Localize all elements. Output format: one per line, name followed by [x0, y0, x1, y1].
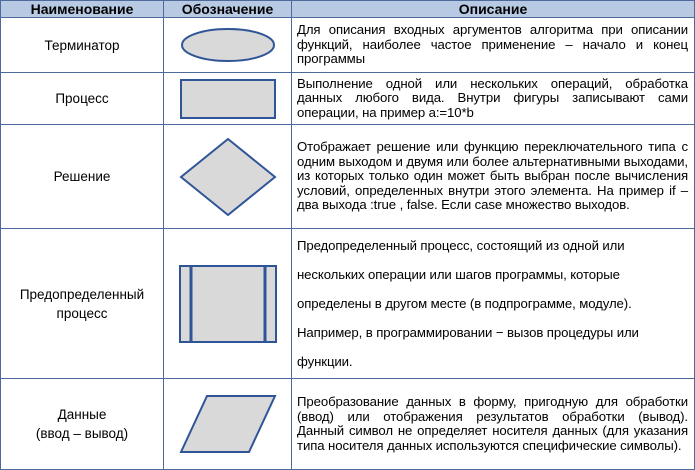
- row-name: Процесс: [0, 72, 164, 125]
- process-rectangle-icon: [179, 78, 276, 119]
- terminator-ellipse-icon: [180, 28, 275, 62]
- description-line: определены в другом месте (в подпрограмм…: [297, 296, 632, 311]
- table-row: Решение Отображает решение или функцию п…: [0, 124, 695, 229]
- table-row: Терминатор Для описания входных аргумент…: [0, 17, 695, 73]
- data-parallelogram-icon: [178, 395, 277, 453]
- row-description: Предопределенный процесс, состоящий из о…: [291, 228, 695, 379]
- row-name-line: (ввод – вывод): [35, 426, 129, 441]
- symbol-cell: [163, 17, 292, 73]
- description-line: функции.: [297, 354, 353, 369]
- table-row: Данные (ввод – вывод) Преобразование дан…: [0, 378, 695, 470]
- description-line: нескольких операции или шагов программы,…: [297, 267, 620, 282]
- row-name: Терминатор: [0, 17, 164, 73]
- row-name-line: Предопределенный процесс: [19, 286, 145, 321]
- decision-diamond-icon: [178, 137, 277, 216]
- row-name: Решение: [0, 124, 164, 229]
- symbol-cell: [163, 378, 292, 470]
- description-line: Предопределенный процесс, состоящий из о…: [297, 238, 625, 253]
- row-name-line: Данные: [57, 407, 107, 422]
- row-name: Предопределенный процесс: [0, 228, 164, 379]
- header-name: Наименование: [0, 0, 164, 18]
- symbol-cell: [163, 228, 292, 379]
- row-description: Преобразование данных в форму, пригодную…: [291, 378, 695, 470]
- row-description: Для описания входных аргументов алгоритм…: [291, 17, 695, 73]
- row-name: Данные (ввод – вывод): [0, 378, 164, 470]
- row-description: Отображает решение или функцию переключа…: [291, 124, 695, 229]
- table-row: Предопределенный процесс Предопределенны…: [0, 228, 695, 379]
- header-description: Описание: [291, 0, 695, 18]
- row-description: Выполнение одной или нескольких операций…: [291, 72, 695, 125]
- table-header-row: Наименование Обозначение Описание: [0, 0, 695, 18]
- symbol-cell: [163, 124, 292, 229]
- table-row: Процесс Выполнение одной или нескольких …: [0, 72, 695, 125]
- description-line: Например, в программировании − вызов про…: [297, 325, 639, 340]
- predefined-process-icon: [178, 264, 277, 343]
- header-symbol: Обозначение: [163, 0, 292, 18]
- symbol-cell: [163, 72, 292, 125]
